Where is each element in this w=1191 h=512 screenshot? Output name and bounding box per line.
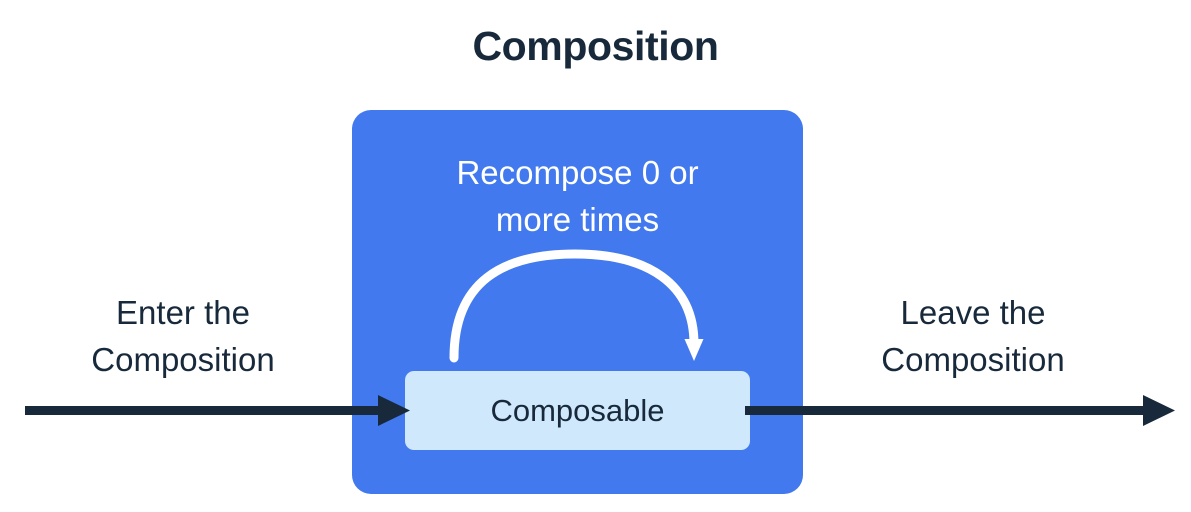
recompose-label: Recompose 0 or more times [352,149,803,243]
recompose-label-line-1: Recompose 0 or [456,154,699,191]
recompose-label-line-2: more times [495,201,660,238]
enter-flow-arrow [25,395,410,426]
leave-caption-line-1: Leave the [900,294,1046,331]
leave-composition-caption: Leave the Composition [803,289,1143,383]
enter-caption-line-2: Composition [91,341,275,378]
leave-flow-arrow [745,395,1175,426]
composable-label: Composable [490,392,665,428]
enter-caption-line-1: Enter the [116,294,250,331]
enter-composition-caption: Enter the Composition [13,289,353,383]
recompose-loop-arrow [449,249,704,363]
composable-node: Composable [405,371,750,450]
leave-caption-line-2: Composition [881,341,1065,378]
page-title: Composition [472,23,719,69]
